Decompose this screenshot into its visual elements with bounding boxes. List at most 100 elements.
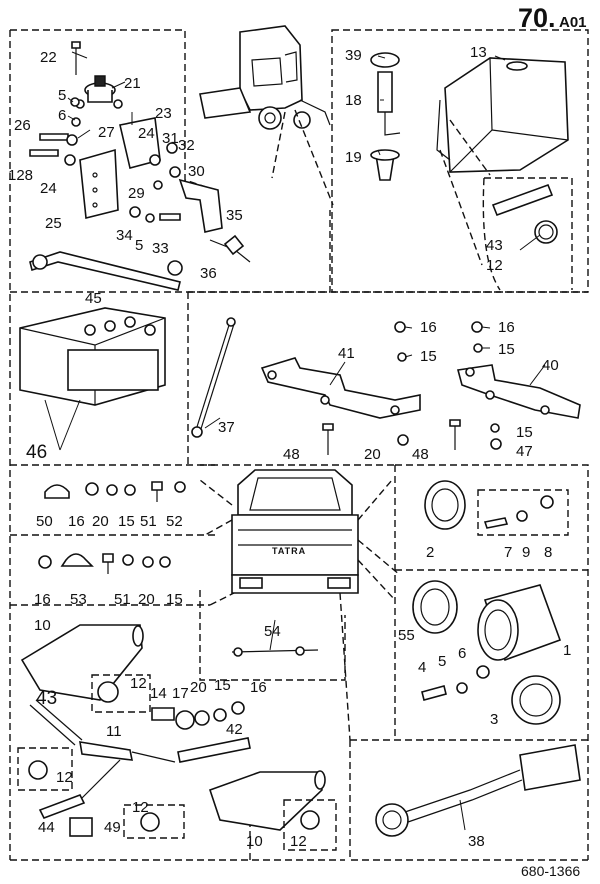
callout-15: 15 <box>118 513 135 530</box>
callout-21: 21 <box>124 75 141 92</box>
leader-lines <box>67 51 546 831</box>
callout-12: 12 <box>132 799 149 816</box>
callout-36: 36 <box>200 265 217 282</box>
brackets-40-41 <box>260 321 581 455</box>
callout-16: 16 <box>498 319 515 336</box>
callout-20: 20 <box>138 591 155 608</box>
callout-33: 33 <box>152 240 169 257</box>
callout-52: 52 <box>166 513 183 530</box>
callout-17: 17 <box>172 685 189 702</box>
callout-30: 30 <box>188 163 205 180</box>
callout-15: 15 <box>420 348 437 365</box>
callout-27: 27 <box>98 124 115 141</box>
callout-49: 49 <box>104 819 121 836</box>
callout-2: 2 <box>426 544 434 561</box>
page-number: 70. <box>518 3 556 33</box>
callout-44: 44 <box>38 819 55 836</box>
callout-31: 31 <box>162 130 179 147</box>
callout-24: 24 <box>40 180 57 197</box>
callout-15: 15 <box>516 424 533 441</box>
callout-46: 46 <box>26 442 47 463</box>
callout-18: 18 <box>345 92 362 109</box>
callout-10: 10 <box>34 617 51 634</box>
callout-26: 26 <box>14 117 31 134</box>
connector-38 <box>375 744 581 837</box>
callout-20: 20 <box>92 513 109 530</box>
callout-15: 15 <box>214 677 231 694</box>
callout-25: 25 <box>45 215 62 232</box>
callout-12: 12 <box>130 675 147 692</box>
group-boundaries <box>9 29 589 861</box>
callout-35: 35 <box>226 207 243 224</box>
callout-8: 8 <box>544 544 552 561</box>
callout-13: 13 <box>470 44 487 61</box>
callout-1: 1 <box>563 642 571 659</box>
callout-38: 38 <box>468 833 485 850</box>
callout-45: 45 <box>85 290 102 307</box>
callout-53: 53 <box>70 591 87 608</box>
cable-37 <box>191 317 236 438</box>
truck-front-view: TATRA <box>199 469 401 741</box>
callout-6: 6 <box>58 107 66 124</box>
callout-22: 22 <box>40 49 57 66</box>
callout-48: 48 <box>412 446 429 463</box>
callout-20: 20 <box>190 679 207 696</box>
callout-41: 41 <box>338 345 355 362</box>
callout-12: 12 <box>290 833 307 850</box>
lamp-2-group <box>424 480 569 536</box>
callout-51: 51 <box>114 591 131 608</box>
callout-50: 50 <box>36 513 53 530</box>
cable-54 <box>231 646 319 657</box>
callout-40: 40 <box>542 357 559 374</box>
callout-34: 34 <box>116 227 133 244</box>
callout-47: 47 <box>516 443 533 460</box>
grille-brand: TATRA <box>272 546 306 556</box>
callout-51: 51 <box>140 513 157 530</box>
callout-39: 39 <box>345 47 362 64</box>
callout-4: 4 <box>418 659 426 676</box>
callout-12: 12 <box>486 257 503 274</box>
callout-16: 16 <box>420 319 437 336</box>
callout-24: 24 <box>138 125 155 142</box>
callout-5: 5 <box>438 653 446 670</box>
callout-12: 12 <box>56 769 73 786</box>
callout-54: 54 <box>264 623 281 640</box>
callout-128: 128 <box>8 167 33 184</box>
battery-switch-group <box>29 41 251 291</box>
callout-42: 42 <box>226 721 243 738</box>
truck-side-view <box>199 25 334 206</box>
callout-16: 16 <box>68 513 85 530</box>
lower-wiring-group <box>17 624 337 851</box>
callout-55: 55 <box>398 627 415 644</box>
callout-3: 3 <box>490 711 498 728</box>
callout-14: 14 <box>150 685 167 702</box>
callout-7: 7 <box>504 544 512 561</box>
headlamp-group <box>412 580 562 725</box>
hardware-rows <box>38 481 186 574</box>
callout-labels: 22 21 5 6 23 26 27 24 31 32 128 24 30 29… <box>8 44 571 850</box>
callout-20: 20 <box>364 446 381 463</box>
battery-group <box>19 307 166 451</box>
callout-37: 37 <box>218 419 235 436</box>
callout-15: 15 <box>498 341 515 358</box>
callout-19: 19 <box>345 149 362 166</box>
callout-48: 48 <box>283 446 300 463</box>
callout-5: 5 <box>58 87 66 104</box>
callout-5: 5 <box>135 237 143 254</box>
callout-6: 6 <box>458 645 466 662</box>
callout-11: 11 <box>106 723 122 740</box>
page-suffix: A01 <box>559 14 587 31</box>
washer-reservoir-group <box>370 52 573 291</box>
callout-32: 32 <box>178 137 195 154</box>
callout-16: 16 <box>34 591 51 608</box>
callout-9: 9 <box>522 544 530 561</box>
callout-10: 10 <box>246 833 263 850</box>
callout-43: 43 <box>36 688 57 709</box>
callout-29: 29 <box>128 185 145 202</box>
callout-15: 15 <box>166 591 183 608</box>
drawing-number: 680-1366 <box>521 863 580 879</box>
callout-43: 43 <box>486 237 503 254</box>
callout-16: 16 <box>250 679 267 696</box>
callout-23: 23 <box>155 105 172 122</box>
